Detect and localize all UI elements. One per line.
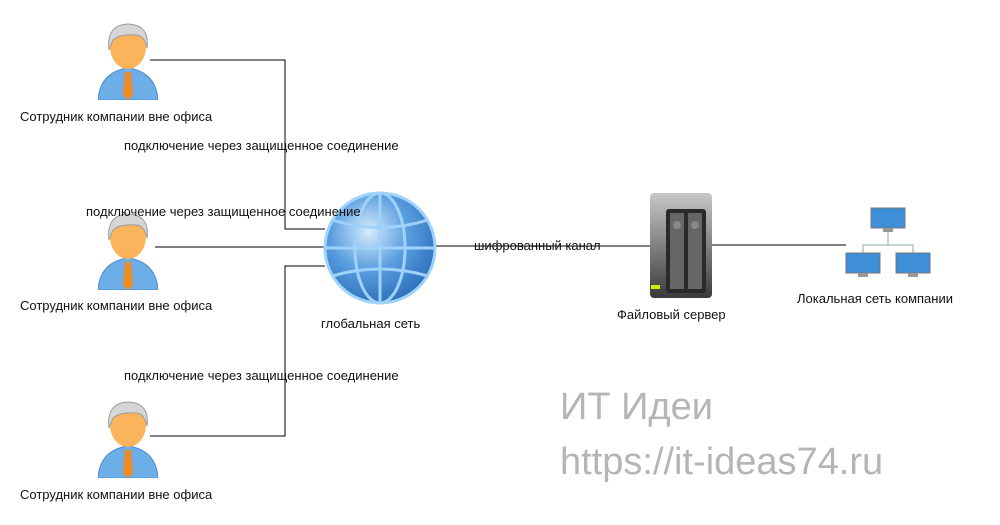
user-label: Сотрудник компании вне офиса: [20, 487, 213, 502]
connection-label: подключение через защищенное соединение: [124, 138, 399, 153]
user-icon: [98, 213, 158, 290]
globe-icon: [323, 191, 437, 305]
user-icon: [98, 401, 158, 478]
file-server-icon: [650, 193, 712, 298]
user-label: Сотрудник компании вне офиса: [20, 298, 213, 313]
user-icon: [98, 23, 158, 100]
connector-user-1: [150, 59, 325, 230]
connection-label: подключение через защищенное соединение: [124, 368, 399, 383]
connector-user-3: [150, 265, 325, 437]
channel-label: шифрованный канал: [474, 238, 601, 253]
watermark-title: ИТ Идеи: [560, 386, 713, 428]
watermark-url: https://it-ideas74.ru: [560, 441, 884, 483]
local-network-icon: [845, 207, 931, 277]
server-label: Файловый сервер: [617, 307, 726, 322]
globe-label: глобальная сеть: [321, 316, 421, 331]
user-label: Сотрудник компании вне офиса: [20, 109, 213, 124]
connection-label: подключение через защищенное соединение: [86, 204, 361, 219]
lan-label: Локальная сеть компании: [797, 291, 953, 306]
